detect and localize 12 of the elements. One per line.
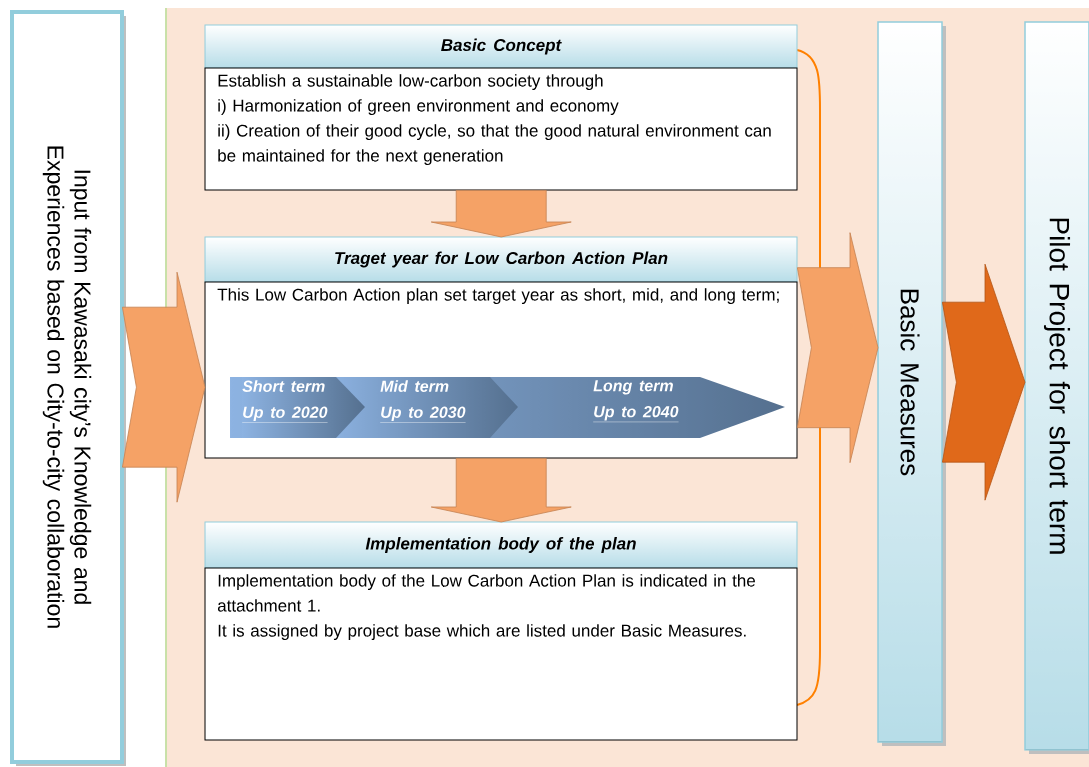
- node-label: Traget year for Low Carbon Action Plan: [335, 251, 668, 268]
- timeline-chevron: Mid term Up to 2030: [380, 380, 466, 423]
- text-box: Implementation body of the plan Implementation body of the Low Carbon Action Plan is indicated in the attachment 1. It is assigned by project base which are listed under Basic Measures.: [204, 521, 798, 741]
- timeline-chevron: Short term Up to 2020: [242, 380, 328, 423]
- text-box: Basic Concept Establish a sustainable low-carbon society through i) Harmonization of green environment and economy ii) Creation of their good cycle, so that the good natural environment can be maintained for the next generation: [204, 24, 798, 191]
- input-box: Input from Kawasaki city’s Knowledge and Experiences based on City-to-city collaboration: [10, 10, 126, 766]
- node-label: Implementation body of the plan: [365, 537, 636, 553]
- column-box: Pilot Project for short term: [1024, 21, 1089, 754]
- chevron-arrow: [942, 263, 1026, 501]
- timeline-chevron: Long term Up to 2040: [593, 380, 679, 423]
- column-box: Basic Measures: [877, 21, 946, 746]
- node-label: Basic Concept: [441, 38, 562, 55]
